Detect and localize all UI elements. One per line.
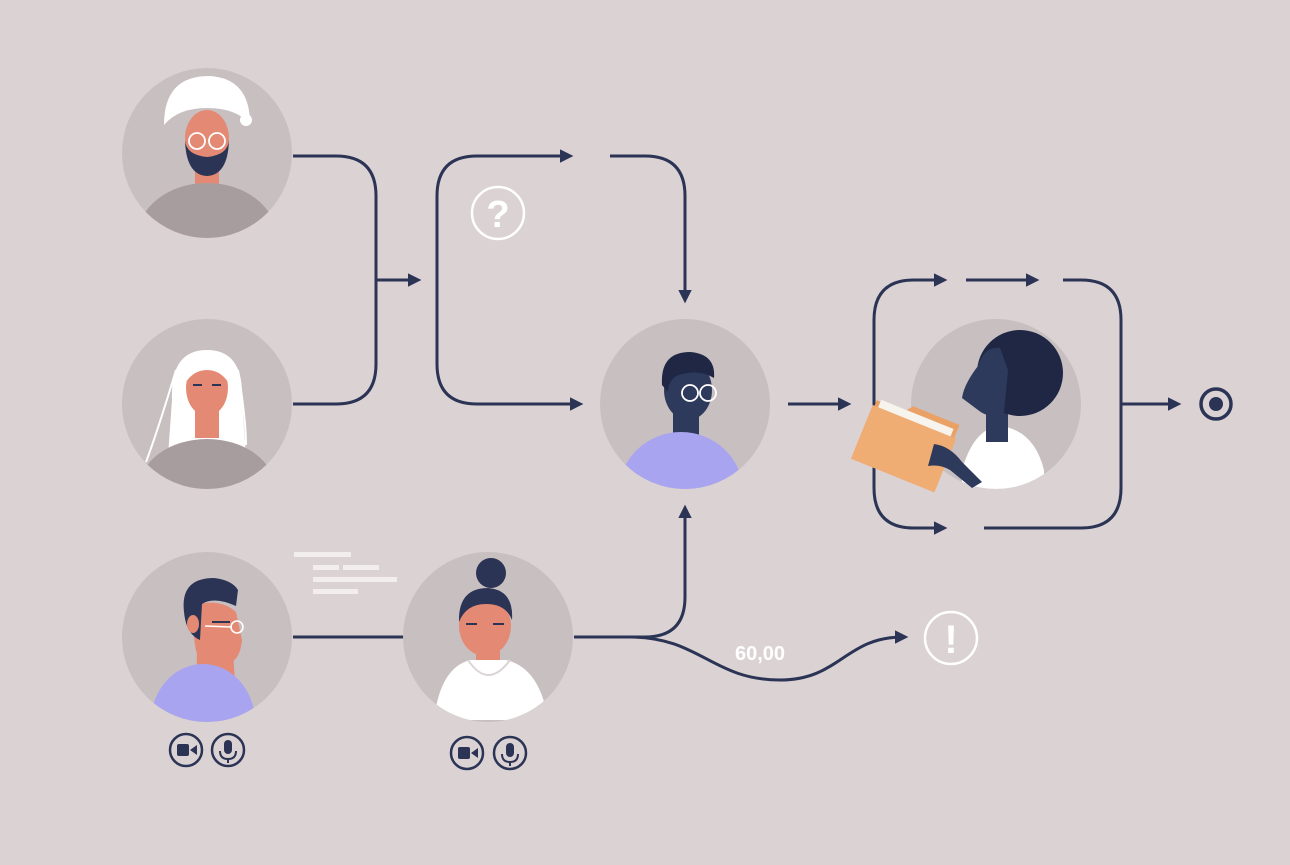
question-mark-text: ? xyxy=(486,194,509,236)
alert-icon[interactable]: ! xyxy=(923,610,979,666)
avatar-glasses-man[interactable] xyxy=(122,552,292,780)
message-lines xyxy=(294,552,397,594)
microphone-icon[interactable] xyxy=(210,732,246,768)
connector-down-to-center xyxy=(610,154,692,304)
connector-group-left xyxy=(872,273,948,535)
folder-icon xyxy=(850,399,982,493)
microphone-icon[interactable] xyxy=(492,735,528,771)
avatar-turban-man[interactable] xyxy=(122,68,292,293)
avatar-long-hair-person[interactable] xyxy=(122,319,292,539)
connector-up-to-center xyxy=(574,504,692,639)
connectors xyxy=(293,149,1182,682)
connector-wave xyxy=(574,630,909,682)
media-controls-bun-woman xyxy=(449,735,528,771)
connector-fork-up xyxy=(435,149,584,411)
video-camera-icon[interactable] xyxy=(449,735,485,771)
connector-top-merge xyxy=(293,154,378,406)
target-icon[interactable] xyxy=(1199,387,1233,421)
avatar-bun-woman[interactable] xyxy=(403,552,573,722)
avatar-center-person[interactable] xyxy=(600,319,770,552)
amount-label: 60,00 xyxy=(735,643,785,665)
media-controls-glasses-man xyxy=(168,732,246,768)
avatar-afro-woman[interactable] xyxy=(911,319,1081,500)
question-icon[interactable]: ? xyxy=(470,185,526,241)
video-camera-icon[interactable] xyxy=(168,732,204,768)
exclamation-mark-text: ! xyxy=(944,618,957,662)
